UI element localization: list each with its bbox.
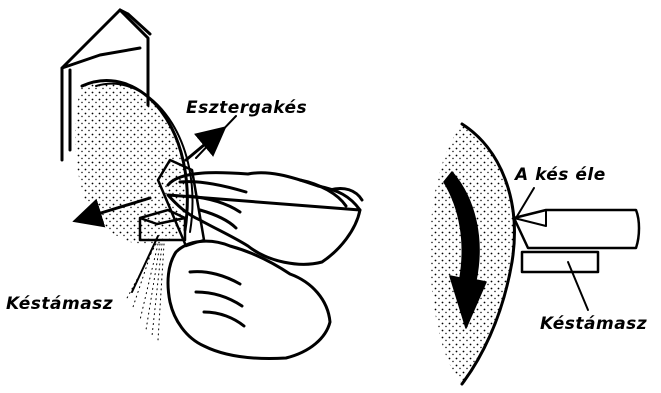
lower-hand bbox=[168, 241, 330, 358]
label-kestamasz-left: Késtámasz bbox=[6, 294, 113, 314]
label-esztergakes: Esztergakés bbox=[186, 98, 307, 118]
label-kestamasz-right: Késtámasz bbox=[540, 314, 647, 334]
upper-hand bbox=[168, 173, 360, 265]
leader-kestamasz-right bbox=[568, 262, 588, 310]
tool-rest-right bbox=[522, 252, 598, 272]
cross-section-illustration bbox=[430, 124, 639, 384]
tool-cross-section bbox=[514, 210, 639, 248]
leader-esztergakes bbox=[196, 116, 236, 158]
arrow-up-right bbox=[186, 130, 222, 160]
label-kes-ele: A kés éle bbox=[515, 165, 606, 185]
